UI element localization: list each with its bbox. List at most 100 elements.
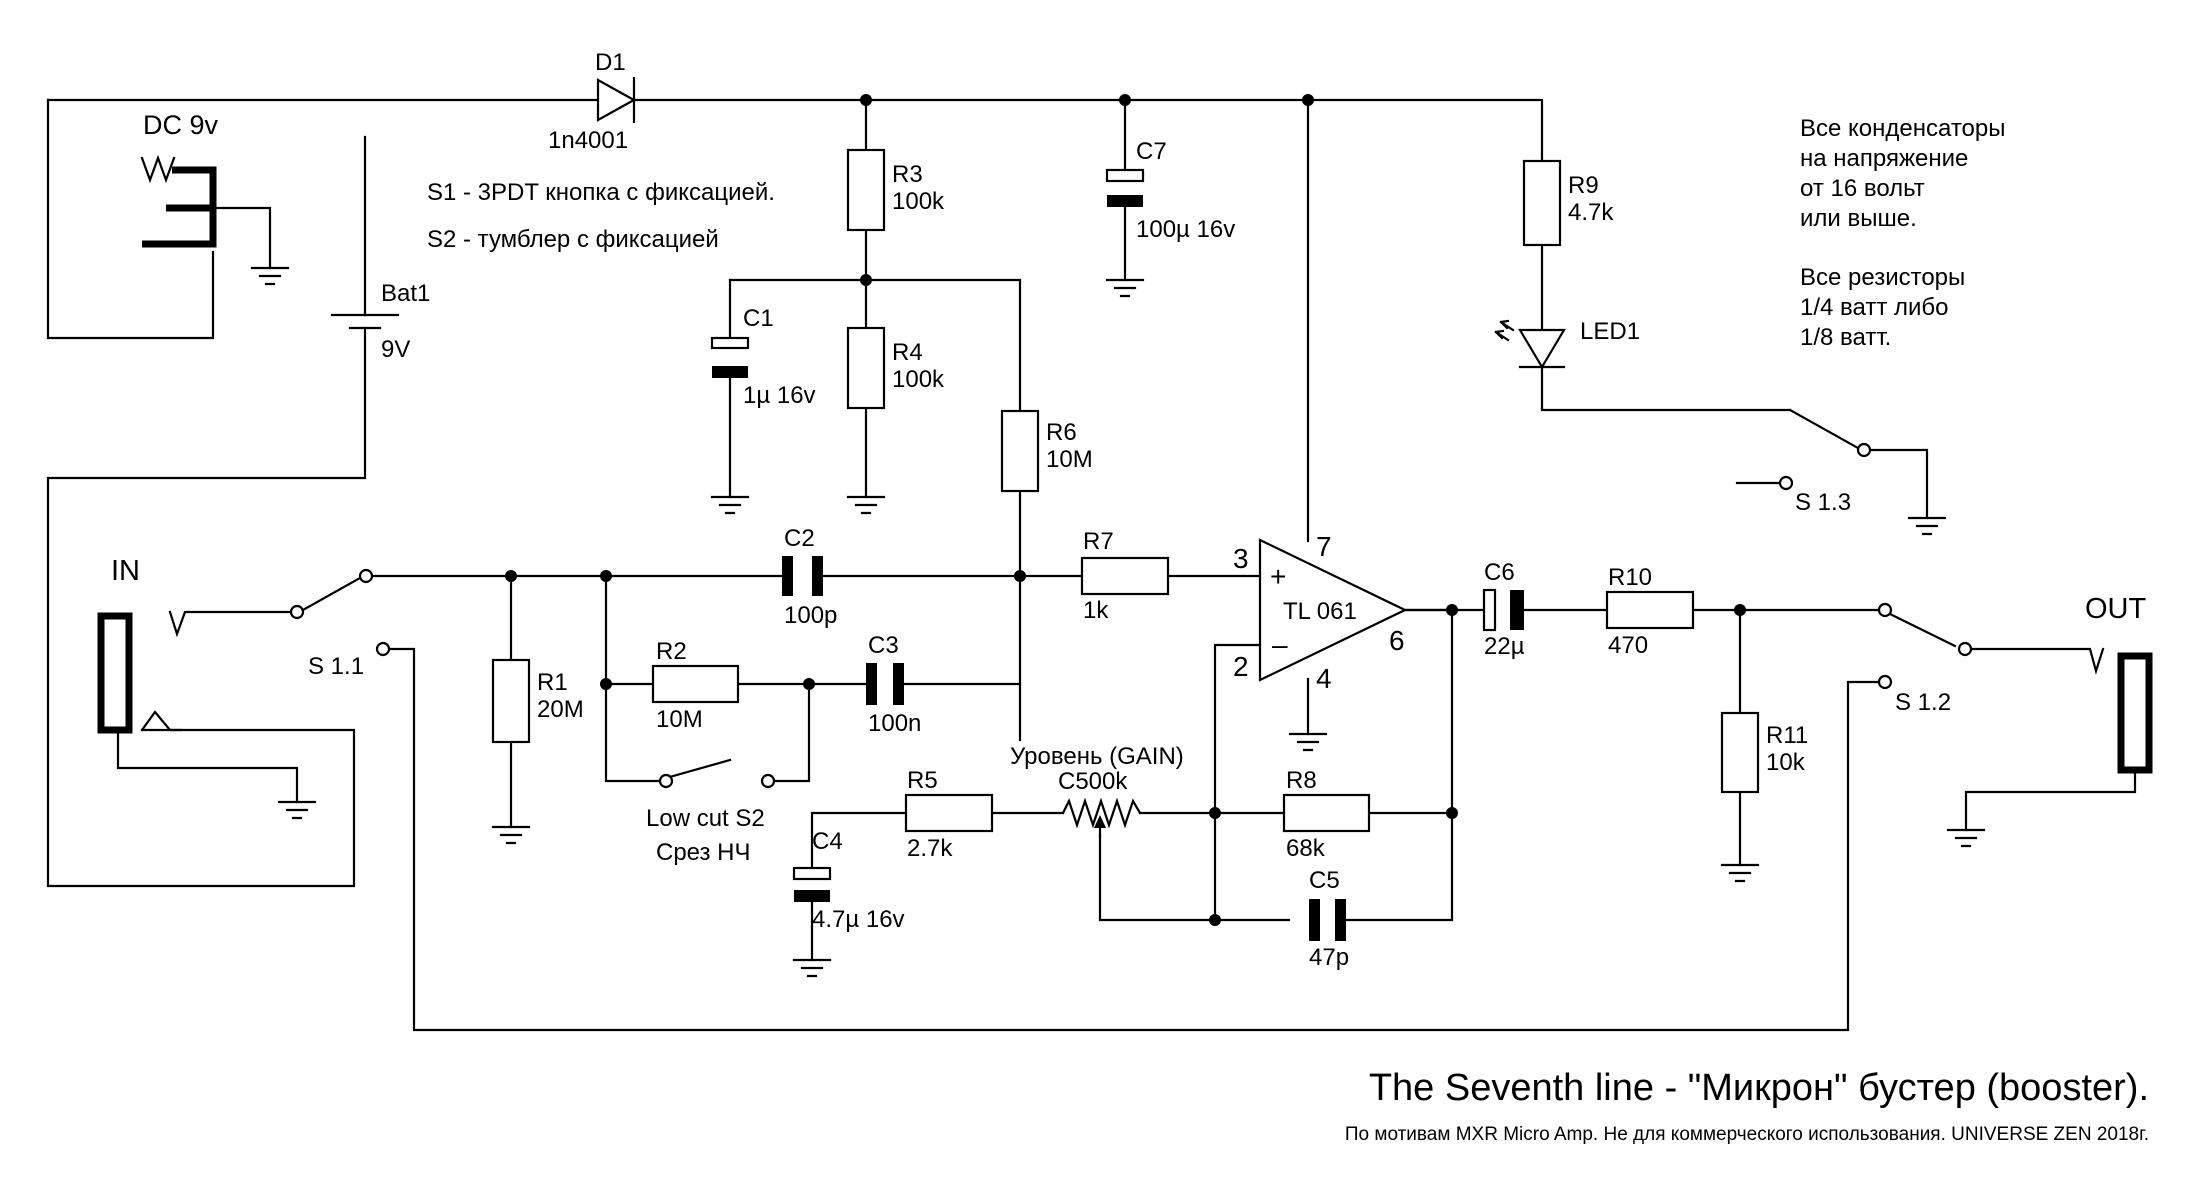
- c7-ref: C7: [1136, 138, 1167, 165]
- resistor-r7: [1080, 556, 1170, 596]
- ground-icon: [710, 495, 750, 515]
- c4-ref: C4: [812, 828, 843, 855]
- note-s2: S2 - тумблер с фиксацией: [427, 226, 719, 253]
- c3-ref: C3: [868, 632, 899, 659]
- opamp-pin3: 3: [1233, 543, 1249, 574]
- switch-s1-1: [168, 568, 391, 657]
- d1-ref: D1: [595, 49, 626, 76]
- pot-ref: C500k: [1058, 768, 1128, 795]
- switch-s1-2: [1877, 602, 1973, 690]
- r9-value: 4.7k: [1568, 199, 1614, 226]
- resistor-r1: [491, 658, 531, 744]
- note-caps-3: от 16 вольт: [1800, 175, 1925, 202]
- resistor-r3: [846, 148, 886, 232]
- r4-value: 100k: [892, 366, 945, 393]
- ground-symbols: [250, 266, 1986, 978]
- c5-ref: C5: [1309, 867, 1340, 894]
- capacitor-c5: [1309, 899, 1346, 941]
- r5-ref: R5: [907, 767, 938, 794]
- ground-icon: [1720, 863, 1760, 883]
- s12-label: S 1.2: [1895, 689, 1951, 716]
- ground-icon: [1946, 828, 1986, 848]
- note-caps-2: на напряжение: [1800, 145, 1968, 172]
- opamp-pin2: 2: [1233, 651, 1249, 682]
- c2-ref: C2: [784, 525, 815, 552]
- s11-label: S 1.1: [308, 653, 364, 680]
- r7-ref: R7: [1083, 528, 1114, 555]
- diagram-subtitle: По мотивам MXR Micro Amp. Не для коммерч…: [1345, 1124, 2149, 1145]
- s13-label: S 1.3: [1795, 489, 1851, 516]
- resistor-r10: [1605, 590, 1695, 630]
- r3-ref: R3: [892, 161, 923, 188]
- r3-value: 100k: [892, 188, 945, 215]
- capacitor-c7: [1105, 168, 1145, 207]
- diode-icon: [596, 76, 637, 124]
- capacitor-c6: [1482, 588, 1524, 632]
- ground-icon: [250, 266, 290, 286]
- opamp-icon: [1258, 538, 1408, 682]
- r4-ref: R4: [892, 339, 923, 366]
- c1-value: 1µ 16v: [743, 382, 816, 409]
- c5-value: 47p: [1309, 944, 1349, 971]
- c4-value: 4.7µ 16v: [812, 906, 905, 933]
- ground-icon: [1288, 732, 1328, 752]
- c2-value: 100p: [784, 602, 837, 629]
- potentiometer-icon: [1061, 797, 1142, 838]
- r8-value: 68k: [1286, 835, 1326, 862]
- r10-value: 470: [1608, 632, 1648, 659]
- ground-icon: [846, 495, 886, 515]
- resistor-r2: [651, 664, 740, 704]
- note-res-2: 1/4 ватт либо: [1800, 294, 1949, 321]
- c6-value: 22µ: [1484, 633, 1525, 660]
- capacitor-c2: [782, 556, 823, 596]
- r9-ref: R9: [1568, 172, 1599, 199]
- c6-ref: C6: [1484, 559, 1515, 586]
- opamp-pin7: 7: [1316, 531, 1332, 562]
- led-ref: LED1: [1580, 318, 1640, 345]
- c3-value: 100n: [868, 710, 921, 737]
- diagram-title: The Seventh line - "Микрон" бустер (boos…: [1369, 1067, 2149, 1109]
- switch-s1-3: [1778, 408, 1872, 491]
- r1-value: 20M: [537, 696, 584, 723]
- junction-dots: [505, 94, 1746, 926]
- r2-value: 10M: [656, 706, 703, 733]
- c1-ref: C1: [743, 305, 774, 332]
- capacitor-c4: [792, 866, 832, 902]
- r7-value: 1k: [1083, 597, 1109, 624]
- note-caps-4: или выше.: [1800, 205, 1917, 232]
- note-s1: S1 - 3PDT кнопка с фиксацией.: [427, 179, 775, 206]
- c7-value: 100µ 16v: [1136, 216, 1235, 243]
- d1-value: 1n4001: [548, 127, 628, 154]
- resistor-r9: [1522, 159, 1562, 247]
- resistor-r5: [904, 793, 994, 833]
- opamp-plus: +: [1270, 561, 1286, 592]
- r11-ref: R11: [1766, 722, 1808, 749]
- r10-ref: R10: [1608, 564, 1652, 591]
- capacitor-c3: [866, 663, 904, 705]
- ground-icon: [1105, 278, 1145, 298]
- s2-label-ru: Срез НЧ: [656, 839, 751, 866]
- resistor-r8: [1282, 793, 1371, 833]
- resistor-r11: [1720, 711, 1760, 794]
- note-caps-1: Все конденсаторы: [1800, 115, 2006, 142]
- resistor-r4: [846, 326, 886, 410]
- battery-icon: [330, 313, 400, 330]
- ground-icon: [491, 825, 531, 845]
- opamp-pin4: 4: [1316, 663, 1332, 694]
- dc-jack-icon: [140, 154, 217, 248]
- ground-icon: [1907, 516, 1947, 536]
- pot-caption: Уровень (GAIN): [1010, 743, 1184, 770]
- ground-icon: [792, 958, 832, 978]
- dc-jack-label: DC 9v: [143, 110, 219, 140]
- r8-ref: R8: [1286, 767, 1317, 794]
- output-jack-icon: [2117, 652, 2153, 774]
- s2-label: Low cut S2: [646, 805, 765, 832]
- r2-ref: R2: [656, 638, 687, 665]
- input-jack-icon: [97, 612, 183, 734]
- r5-value: 2.7k: [907, 835, 953, 862]
- r1-ref: R1: [537, 669, 568, 696]
- battery-label: Bat1: [381, 280, 430, 307]
- ground-icon: [277, 800, 317, 820]
- r11-value: 10k: [1766, 749, 1806, 776]
